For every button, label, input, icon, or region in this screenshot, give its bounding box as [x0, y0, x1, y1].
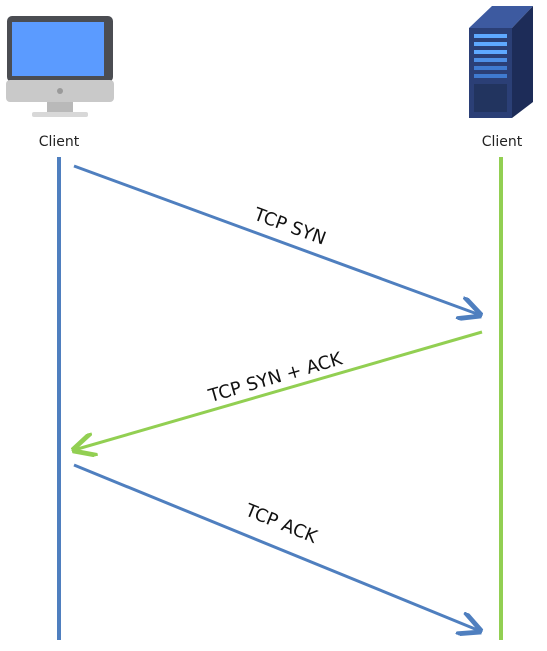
left-participant-label: Client: [39, 134, 80, 150]
tcp-ack-label: TCP ACK: [241, 500, 321, 549]
desktop-monitor-icon: [6, 16, 114, 117]
tcp-syn-arrow: [73, 164, 480, 315]
right-participant-label: Client: [482, 134, 523, 150]
tcp-ack-arrow: [73, 463, 480, 631]
server-tower-icon: [469, 6, 533, 118]
tcp-syn-label: TCP SYN: [250, 204, 329, 250]
tcp-syn-ack-arrow: [74, 330, 483, 450]
